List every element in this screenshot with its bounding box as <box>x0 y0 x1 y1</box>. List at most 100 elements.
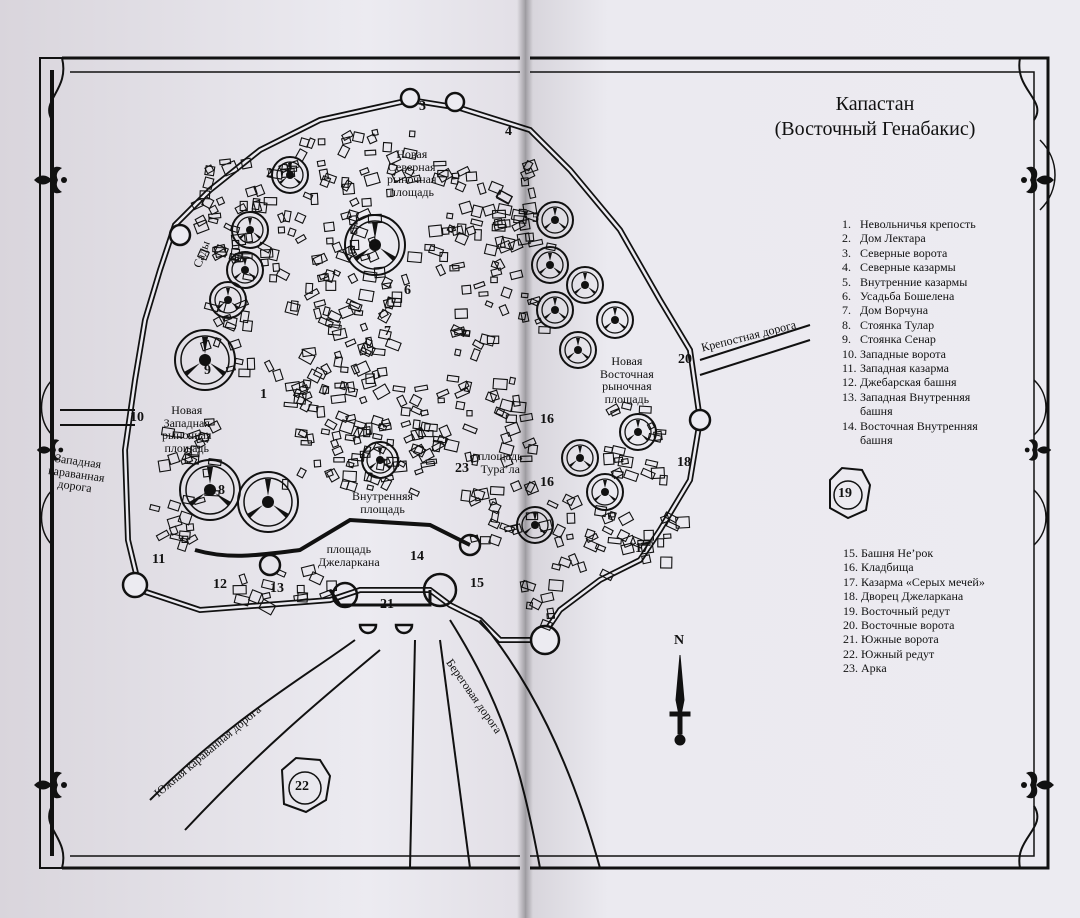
city-block <box>371 369 381 380</box>
city-block <box>199 339 212 352</box>
city-block <box>286 165 298 172</box>
legend-item-text: Невольничья крепость <box>860 217 976 231</box>
map-number: 16 <box>540 412 554 427</box>
city-block <box>505 414 518 424</box>
city-block <box>272 262 281 272</box>
city-block <box>504 421 522 438</box>
city-blocks <box>148 128 691 632</box>
city-block <box>367 213 383 224</box>
legend-item-number: 13. <box>842 389 857 404</box>
city-block <box>497 239 513 254</box>
city-block <box>499 236 516 251</box>
city-block <box>316 159 326 168</box>
city-block <box>294 428 308 439</box>
city-block <box>547 579 564 592</box>
city-block <box>224 321 237 332</box>
city-block <box>359 346 372 358</box>
city-block <box>330 393 347 405</box>
legend-item-number: 15. <box>843 546 858 560</box>
city-block <box>185 523 195 532</box>
legend-item-number: 4. <box>842 260 851 275</box>
title-line-1: Капастан <box>835 93 915 115</box>
city-block <box>216 300 227 313</box>
city-block <box>539 618 554 632</box>
city-block <box>352 360 372 378</box>
city-block <box>521 579 537 592</box>
legend-item-text: Южные ворота <box>861 632 939 647</box>
city-block <box>640 467 656 480</box>
city-block <box>298 137 310 148</box>
city-block <box>468 497 482 507</box>
city-block <box>454 308 469 320</box>
map-number: 6 <box>404 283 411 298</box>
city-block <box>423 423 438 432</box>
legend-item-number: 6. <box>842 289 851 304</box>
city-block <box>375 457 386 471</box>
city-block <box>301 391 313 401</box>
city-block <box>242 273 255 282</box>
city-block <box>675 516 691 529</box>
city-block <box>371 128 379 137</box>
city-block <box>659 474 668 486</box>
city-block <box>519 455 533 463</box>
city-block <box>362 445 372 455</box>
city-block <box>344 434 356 442</box>
city-block <box>357 288 375 303</box>
city-block <box>358 395 368 405</box>
city-block <box>376 366 388 378</box>
city-block <box>199 190 211 200</box>
city-block <box>267 168 284 180</box>
legend-item: 19. Восточный редут <box>843 604 985 618</box>
city-block <box>520 311 530 323</box>
city-block <box>603 445 614 454</box>
city-block <box>449 264 460 272</box>
city-block <box>305 282 314 295</box>
city-block <box>644 458 659 468</box>
city-block <box>470 487 486 501</box>
city-block <box>404 166 415 177</box>
city-block <box>478 291 489 297</box>
city-block <box>495 189 513 204</box>
city-block <box>657 538 665 548</box>
title-line-2: (Восточный Генабакис) <box>774 118 976 140</box>
city-block <box>335 250 353 263</box>
city-block <box>333 350 343 360</box>
city-block <box>513 215 527 224</box>
city-block <box>325 467 340 483</box>
city-block <box>520 292 529 299</box>
legend-item: 2. Дом Лектара <box>842 231 978 245</box>
city-block <box>445 212 454 220</box>
city-block <box>289 300 299 312</box>
city-block <box>509 269 524 281</box>
city-block <box>431 439 442 453</box>
city-block <box>408 393 423 408</box>
legend-item-number: 8. <box>842 317 851 332</box>
city-block <box>408 130 416 138</box>
city-block <box>621 534 637 549</box>
city-block <box>318 168 330 181</box>
city-block <box>450 176 459 185</box>
city-block <box>499 454 514 469</box>
legend-item-text: Восточный редут <box>861 603 950 618</box>
city-block <box>322 306 331 317</box>
city-block <box>620 542 635 556</box>
legend-item-number: 16. <box>843 560 858 575</box>
city-block <box>373 266 386 279</box>
city-block <box>340 136 352 146</box>
city-block <box>268 248 280 262</box>
city-block <box>313 299 327 309</box>
city-block <box>326 580 338 592</box>
map-number: 9 <box>204 363 211 378</box>
city-block <box>308 571 325 586</box>
city-block <box>510 208 526 223</box>
city-block <box>223 222 234 232</box>
city-block <box>616 528 631 543</box>
city-block <box>349 197 360 208</box>
city-block <box>287 227 297 238</box>
city-block <box>184 453 200 465</box>
legend-item: 14. Восточная Внутренняя <box>842 419 978 433</box>
city-block <box>546 612 555 620</box>
city-block <box>460 489 472 502</box>
city-block <box>244 185 258 198</box>
city-block <box>524 481 536 494</box>
